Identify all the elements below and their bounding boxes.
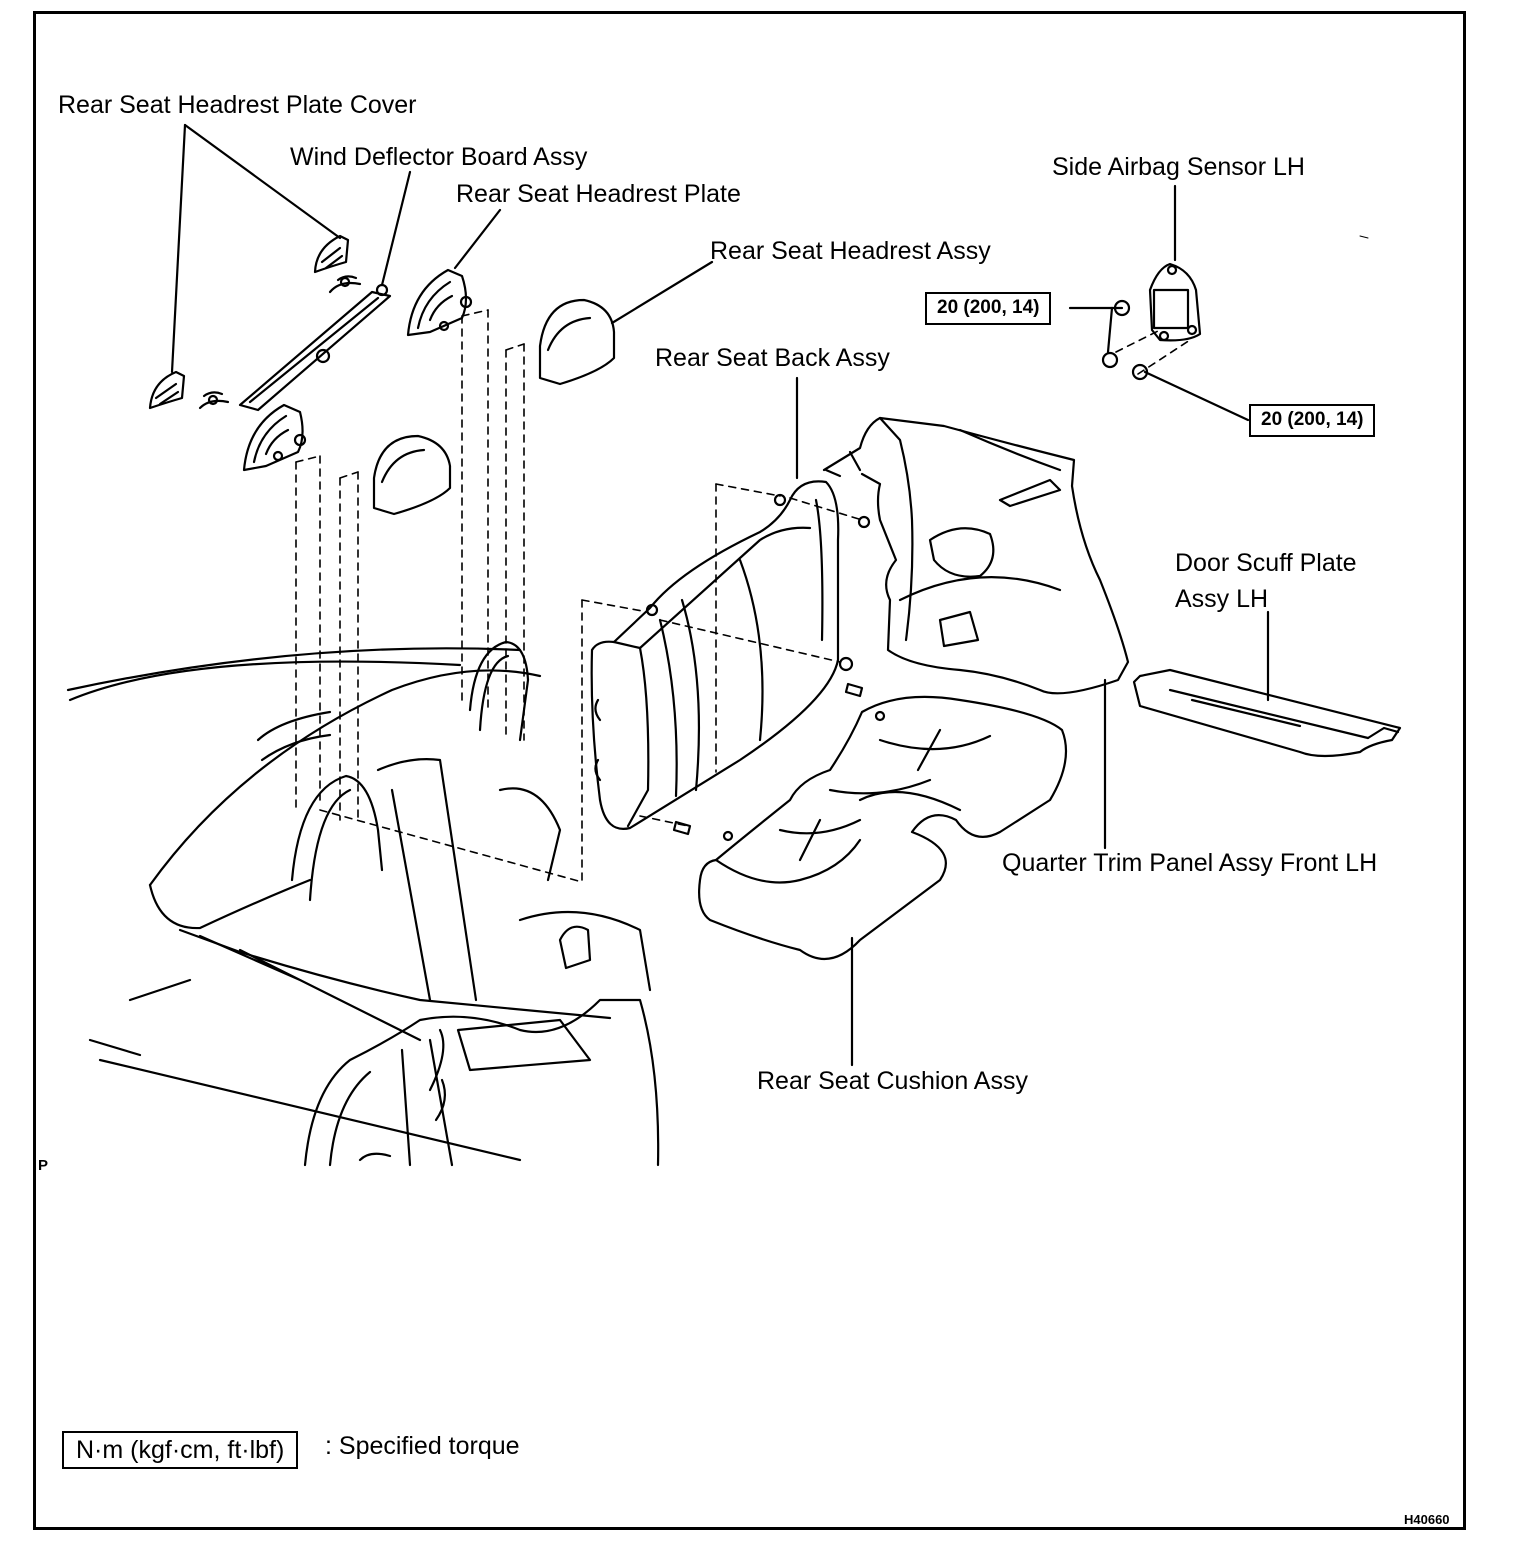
torque-spec-lower: 20 (200, 14): [1249, 404, 1376, 437]
legend-unit-box: N·m (kgf·cm, ft·lbf): [62, 1431, 299, 1469]
headrests: [372, 298, 616, 516]
headrest-plate-covers: [148, 234, 350, 410]
rear-seat-cushion: [698, 695, 1068, 960]
quarter-trim-panel: [822, 416, 1130, 695]
legend-description: : Specified torque: [325, 1432, 520, 1460]
label-headrest-plate-cover: Rear Seat Headrest Plate Cover: [58, 91, 417, 119]
label-wind-deflector: Wind Deflector Board Assy: [290, 143, 588, 171]
label-seat-back: Rear Seat Back Assy: [655, 344, 890, 372]
view-marker: P: [38, 1157, 49, 1174]
headrest-plates: [242, 268, 473, 472]
side-airbag-sensor: [1148, 262, 1202, 342]
wind-deflector-board: [238, 283, 392, 412]
label-door-scuff-line2: Assy LH: [1175, 585, 1269, 613]
label-airbag-sensor: Side Airbag Sensor LH: [1052, 153, 1305, 181]
rear-seat-back: [590, 480, 840, 830]
label-quarter-trim: Quarter Trim Panel Assy Front LH: [1002, 849, 1378, 877]
label-seat-cushion: Rear Seat Cushion Assy: [757, 1067, 1028, 1095]
fasteners: [672, 299, 1149, 842]
leader-lines: [170, 123, 1270, 1067]
vehicle-body: [66, 640, 660, 1167]
alignment-guides: [295, 309, 1191, 883]
label-headrest-plate: Rear Seat Headrest Plate: [456, 180, 741, 208]
clips: [198, 275, 362, 410]
door-scuff-plate: [1132, 668, 1402, 758]
label-headrest-assy: Rear Seat Headrest Assy: [710, 237, 991, 265]
label-door-scuff-line1: Door Scuff Plate: [1175, 549, 1357, 577]
torque-spec-upper: 20 (200, 14): [925, 292, 1052, 325]
figure-code: H40660: [1404, 1512, 1450, 1527]
diagram-frame: [33, 11, 1466, 1530]
